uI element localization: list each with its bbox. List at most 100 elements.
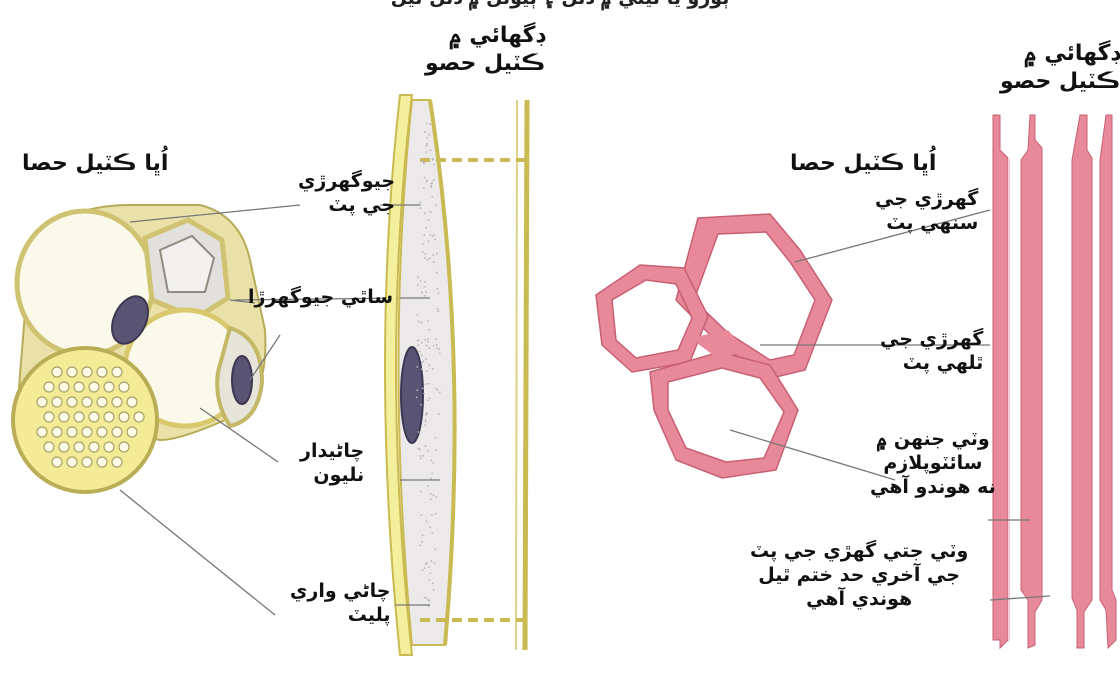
cytoplasm-speckle [419,201,421,203]
cytoplasm-speckle [428,219,430,221]
right-cross-section-title: اُڀا ڪٽيل حصا [790,150,936,178]
cytoplasm-speckle [433,234,435,236]
cytoplasm-speckle [432,236,434,238]
sieve-pore [44,412,54,422]
cytoplasm-speckle [430,493,432,495]
cytoplasm-speckle [421,342,423,344]
cytoplasm-speckle [425,445,427,447]
sieve-pore [112,457,122,467]
cytoplasm-speckle [422,534,424,536]
cytoplasm-speckle [417,284,419,286]
cytoplasm-speckle [425,419,427,421]
cytoplasm-speckle [427,341,429,343]
cytoplasm-speckle [418,431,420,433]
cytoplasm-speckle [420,455,422,457]
cytoplasm-speckle [428,606,430,608]
cytoplasm-speckle [434,238,436,240]
cytoplasm-speckle [430,211,432,213]
sieve-pore [89,442,99,452]
cytoplasm-speckle [435,339,437,341]
cytoplasm-speckle [426,143,428,145]
cytoplasm-speckle [422,251,424,253]
sieve-pore [67,457,77,467]
cytoplasm-speckle [432,462,434,464]
cytoplasm-speckle [434,563,436,565]
left-long-section-title: ڊگهائي ۾ڪٽيل حصو [425,22,545,77]
sieve-pore [89,412,99,422]
cytoplasm-speckle [436,347,438,349]
cytoplasm-speckle [421,541,423,543]
sieve-pore [127,427,137,437]
cytoplasm-speckle [420,280,422,282]
cytoplasm-speckle [425,227,427,229]
xylem-cross-section [596,214,832,478]
cytoplasm-speckle [433,179,435,181]
cytoplasm-speckle [425,291,427,293]
cytoplasm-speckle [433,589,435,591]
sieve-pore [37,397,47,407]
cytoplasm-speckle [427,399,429,401]
cytoplasm-speckle [430,560,432,562]
sieve-pore [119,442,129,452]
sieve-pore [74,382,84,392]
cytoplasm-speckle [430,572,432,574]
cytoplasm-speckle [424,257,426,259]
cytoplasm-speckle [426,345,428,347]
cytoplasm-speckle [421,368,423,370]
cytoplasm-speckle [435,437,437,439]
sieve-pore [67,427,77,437]
cytoplasm-speckle [429,579,431,581]
sieve-tube-longitudinal [385,95,527,655]
sieve-pore [104,382,114,392]
cytoplasm-speckle [428,134,430,136]
cytoplasm-speckle [435,513,437,515]
cytoplasm-speckle [421,322,423,324]
cytoplasm-speckle [431,473,433,475]
cytoplasm-speckle [424,295,426,297]
sieve-pore [112,367,122,377]
cytoplasm-speckle [416,389,418,391]
cytoplasm-speckle [421,355,423,357]
cytoplasm-speckle [432,254,434,256]
cytoplasm-speckle [428,240,430,242]
sieve-pore [74,412,84,422]
cytoplasm-speckle [418,448,420,450]
sieve-pore [67,397,77,407]
sieve-pore [82,457,92,467]
sieve-pore [119,382,129,392]
cytoplasm-speckle [418,321,420,323]
sieve-pore [82,397,92,407]
cytoplasm-speckle [426,181,428,183]
cytoplasm-speckle [426,413,428,415]
sieve-pore [127,397,137,407]
cytoplasm-speckle [433,345,435,347]
cytoplasm-speckle [431,196,433,198]
xylem-vessel-longitudinal-2 [1072,115,1116,648]
cytoplasm-speckle [424,253,426,255]
cytoplasm-speckle [436,496,438,498]
cytoplasm-speckle [426,370,428,372]
cytoplasm-speckle [428,566,430,568]
cytoplasm-speckle [435,449,437,451]
cytoplasm-speckle [416,314,418,316]
cytoplasm-speckle [426,520,428,522]
sieve-pore [52,427,62,437]
cytoplasm-speckle [436,272,438,274]
cytoplasm-speckle [421,292,423,294]
cytoplasm-speckle [420,404,422,406]
cytoplasm-speckle [428,383,430,385]
cytoplasm-speckle [424,131,426,133]
right-long-section-title: ڊگهائي ۾ڪٽيل حصو [1000,40,1120,95]
cytoplasm-speckle [425,358,427,360]
cytoplasm-speckle [427,320,429,322]
sieve-pore [59,412,69,422]
cytoplasm-speckle [423,361,425,363]
cytoplasm-speckle [430,478,432,480]
cytoplasm-speckle [430,460,432,462]
